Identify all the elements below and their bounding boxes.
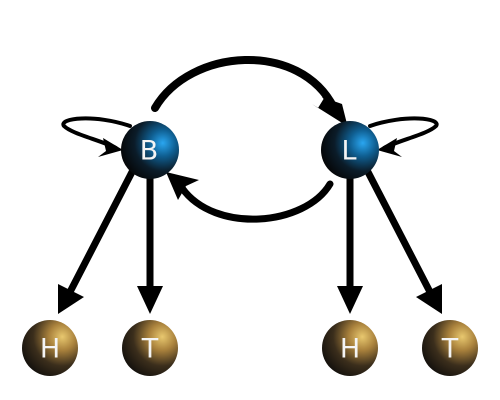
- transition-b-to-l: [151, 56, 348, 128]
- transition-l-to-b: [166, 172, 334, 223]
- emission-l-to-t: [364, 168, 442, 314]
- self-loop-b: [61, 116, 132, 157]
- self-loop-l: [368, 116, 439, 157]
- node-b-label: B: [140, 136, 159, 167]
- emission-b-to-h: [58, 168, 136, 314]
- node-t-right: T: [422, 320, 478, 376]
- node-b: B: [121, 121, 179, 179]
- node-l-label: L: [341, 136, 356, 167]
- node-t-right-label: T: [441, 334, 459, 365]
- emission-l-to-h: [337, 171, 363, 314]
- node-t-left-label: T: [141, 334, 159, 365]
- node-t-left: T: [122, 320, 178, 376]
- node-h-left: H: [22, 320, 78, 376]
- node-h-right: H: [322, 320, 378, 376]
- node-h-left-label: H: [40, 334, 60, 365]
- emission-b-to-t: [137, 171, 163, 314]
- node-h-right-label: H: [340, 334, 360, 365]
- node-l: L: [321, 121, 379, 179]
